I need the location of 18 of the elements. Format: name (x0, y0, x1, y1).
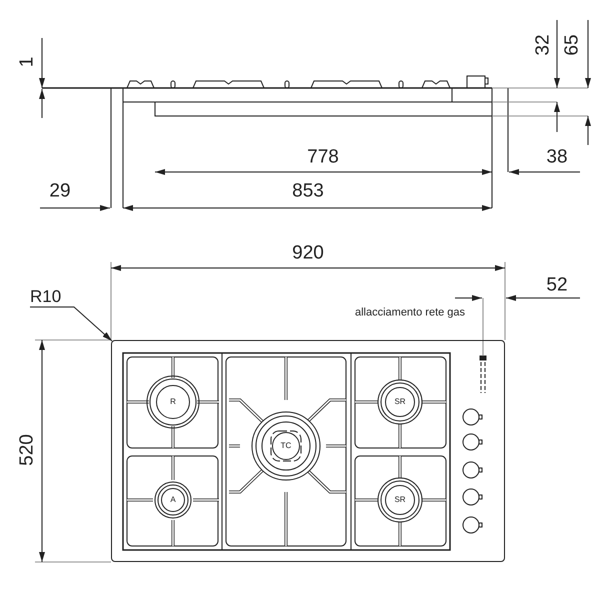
dimension-value: 1 (18, 56, 36, 68)
dimension-value: 853 (292, 182, 324, 200)
burner-cap: A (161, 488, 185, 512)
burner-cap: SR (385, 387, 415, 417)
dimension-value: 32 (534, 34, 552, 56)
hob-outline (111, 340, 505, 562)
dimension-value: 920 (292, 244, 324, 262)
radius-label: R10 (30, 286, 62, 307)
dimension-value: 520 (18, 434, 36, 466)
dimension-value: 65 (562, 34, 582, 56)
burner-cap: SR (385, 485, 415, 515)
leader-line (30, 306, 112, 342)
dimension-value: 29 (49, 182, 71, 200)
dimension-value: 52 (546, 276, 568, 294)
connection-note: allacciamento rete gas (354, 308, 466, 318)
burner-cap: R (156, 385, 190, 419)
dimension-value: 38 (546, 148, 568, 166)
dimension-value: 778 (307, 148, 339, 166)
